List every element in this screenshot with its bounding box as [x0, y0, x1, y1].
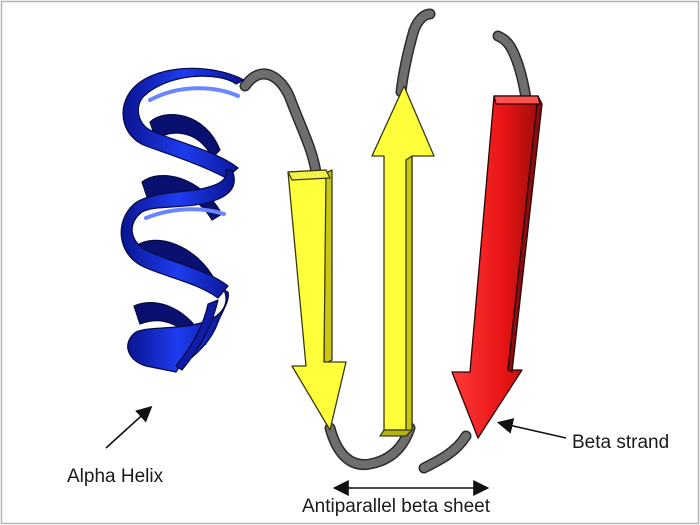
alpha-helix-ribbon [120, 67, 245, 373]
coil-loops [239, 8, 532, 474]
beta-strand-pointer [496, 418, 567, 439]
annotation-arrows [105, 405, 567, 496]
alpha-helix-pointer [105, 405, 153, 449]
alpha-helix-label: Alpha Helix [67, 466, 164, 487]
beta-strand-red [451, 95, 543, 439]
antiparallel-beta-sheet-label: Antiparallel beta sheet [302, 496, 491, 517]
beta-strand-yellow-down [287, 169, 347, 431]
coil-helix-to-strand1 [239, 68, 322, 178]
beta-strand-label: Beta strand [572, 432, 670, 453]
beta-strand-yellow-up [371, 85, 435, 437]
